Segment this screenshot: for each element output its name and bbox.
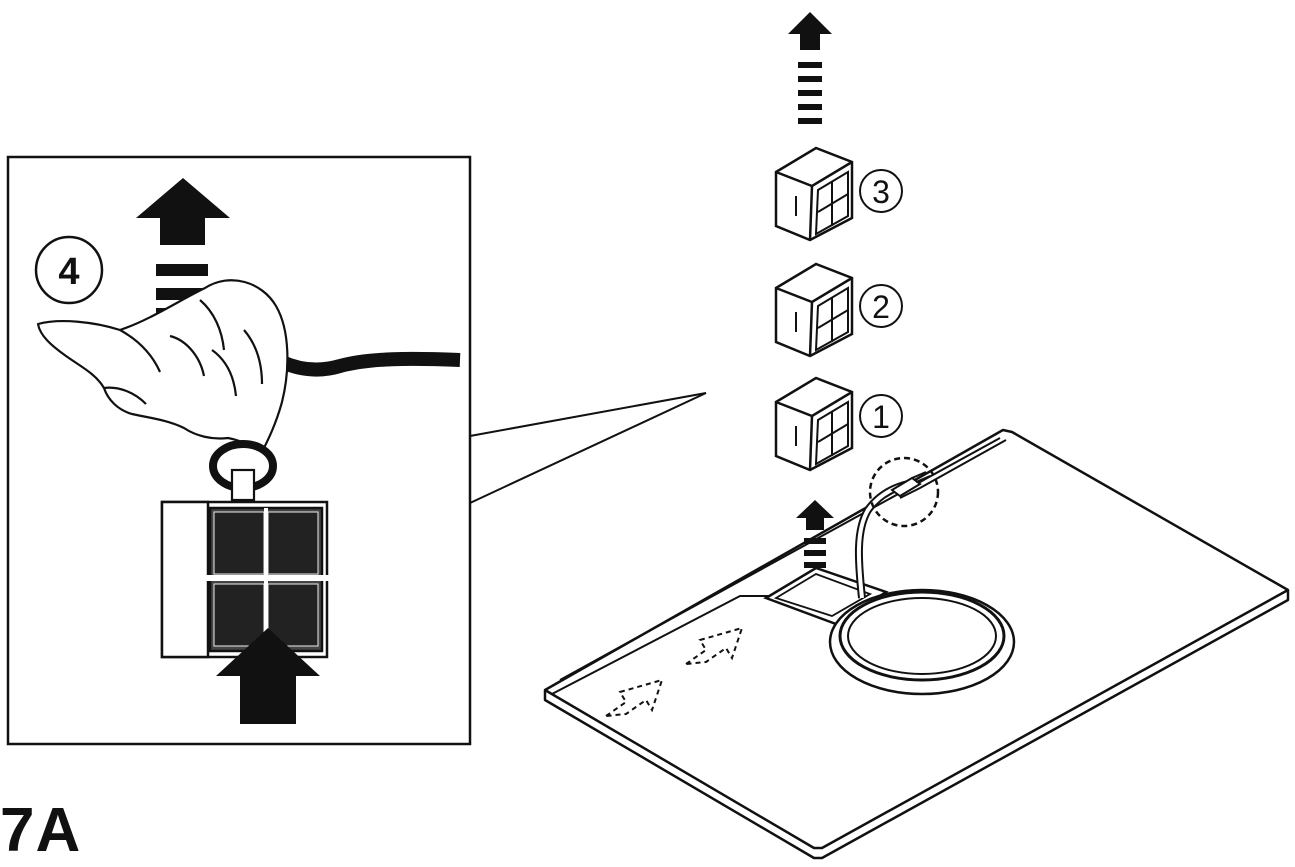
inset-filter-cartridge (160, 500, 330, 659)
step-1-badge: 1 (859, 394, 903, 438)
callout-line-top (469, 392, 707, 437)
exit-up-arrow-icon (788, 12, 832, 124)
detail-highlight-circle (868, 456, 940, 528)
filter-cube-2 (774, 262, 854, 358)
step-3-badge: 3 (859, 169, 903, 213)
plug-connector-icon (890, 471, 931, 498)
step-3-number: 3 (872, 174, 890, 210)
filter-cube-1 (774, 376, 854, 472)
inset-cable (279, 351, 461, 377)
step-1-number: 1 (872, 399, 890, 435)
step-4-number: 4 (58, 251, 79, 293)
callout-lines (469, 392, 707, 504)
step-2-badge: 2 (859, 284, 903, 328)
round-grille (828, 588, 1016, 696)
figure-label: 7A (0, 796, 82, 865)
cavity-up-arrow-icon (796, 500, 834, 568)
callout-line-bottom (469, 392, 707, 504)
hand-icon (36, 279, 289, 454)
step-2-number: 2 (872, 289, 890, 325)
step-4-badge: 4 (34, 235, 104, 305)
pull-ring (209, 440, 277, 502)
filter-cube-3 (774, 146, 854, 242)
push-up-arrow-icon (216, 628, 320, 724)
